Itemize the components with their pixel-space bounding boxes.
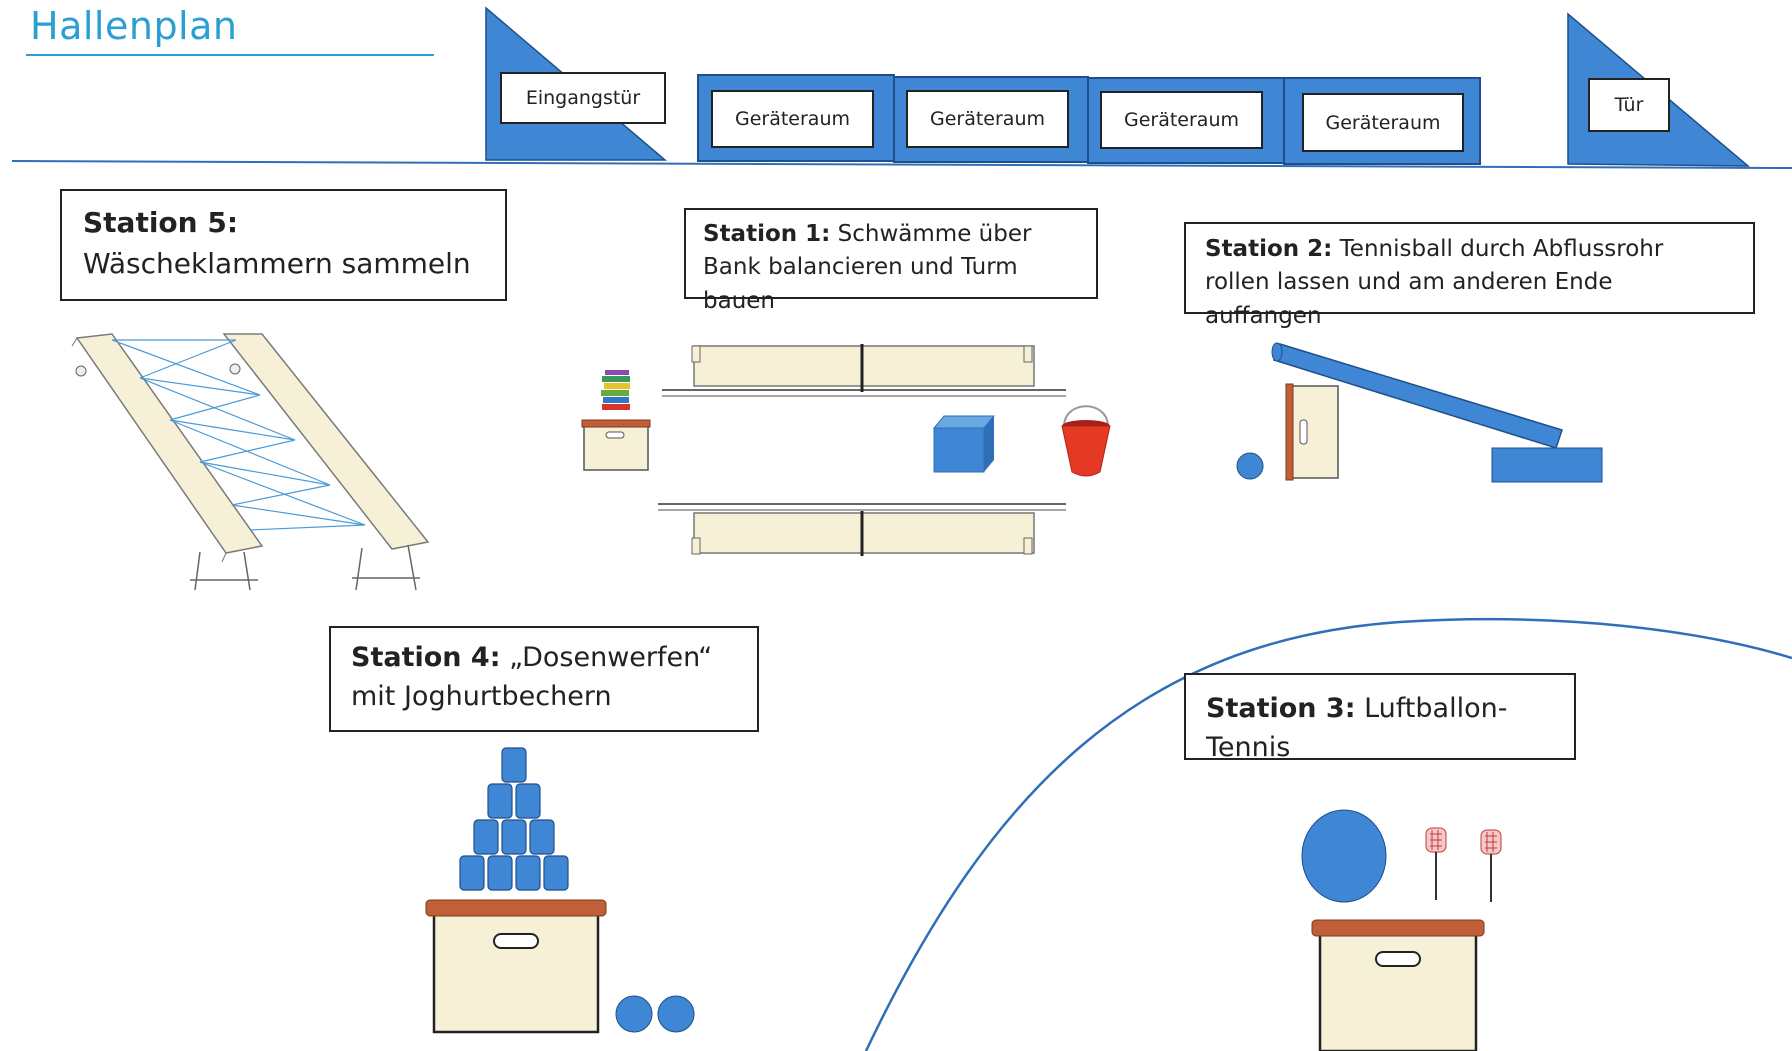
storage-room-label-1: Geräteraum — [711, 90, 874, 148]
page-title: Hallenplan — [30, 4, 238, 48]
station-2-equipment — [1236, 342, 1603, 483]
storage-room-label-2: Geräteraum — [906, 90, 1069, 148]
blue-cube — [932, 415, 996, 429]
station-4-text: „Dosenwerfen“ mit Joghurtbechern — [351, 642, 713, 713]
station-3-court-line — [864, 617, 1792, 1051]
station-1-equipment — [581, 344, 1111, 556]
station-1-number: Station 1: — [703, 221, 831, 247]
throw-ball-2 — [657, 995, 695, 1033]
station-2-box — [1291, 385, 1339, 479]
balloon — [1301, 809, 1387, 903]
station-2-number: Station 2: — [1205, 236, 1333, 262]
hall-wall-line — [11, 160, 1792, 169]
title-underline — [26, 54, 434, 56]
station-2-text: Tennisball durch Abflussrohr rollen lass… — [1205, 236, 1664, 329]
station-2-label: Station 2: Tennisball durch Abflussrohr … — [1184, 222, 1755, 329]
station-1-text: Schwämme über Bank balancieren und Turm … — [703, 221, 1032, 314]
storage-room-label-4: Geräteraum — [1302, 93, 1464, 152]
red-bucket — [1061, 425, 1111, 477]
station-3-label: Station 3: Luftballon-Tennis — [1184, 673, 1576, 764]
station-1-label: Station 1: Schwämme über Bank balanciere… — [684, 208, 1098, 314]
station-4-equipment — [425, 747, 695, 1034]
station-5-number: Station 5: — [83, 206, 239, 239]
door-label: Tür — [1588, 78, 1670, 132]
station-3-equipment — [1301, 809, 1502, 1051]
station-5-benches — [71, 333, 430, 591]
entrance-door-label: Eingangstür — [500, 72, 666, 124]
station-5-label: Station 5: Wäscheklammern sammeln — [60, 189, 507, 301]
station-4-box — [432, 912, 600, 1034]
station-5-text: Wäscheklammern sammeln — [83, 246, 471, 280]
storage-room-label-3: Geräteraum — [1100, 91, 1263, 149]
throw-ball-1 — [615, 995, 653, 1033]
station-4-label: Station 4: „Dosenwerfen“ mit Joghurtbech… — [329, 626, 759, 732]
station-3-number: Station 3: — [1206, 693, 1356, 724]
station-4-number: Station 4: — [351, 642, 501, 673]
red-bucket-handle — [1063, 405, 1109, 426]
tennis-ball — [1236, 452, 1264, 480]
station-3-text: Luftballon-Tennis — [1206, 693, 1508, 764]
pipe-support-block — [1491, 447, 1603, 483]
